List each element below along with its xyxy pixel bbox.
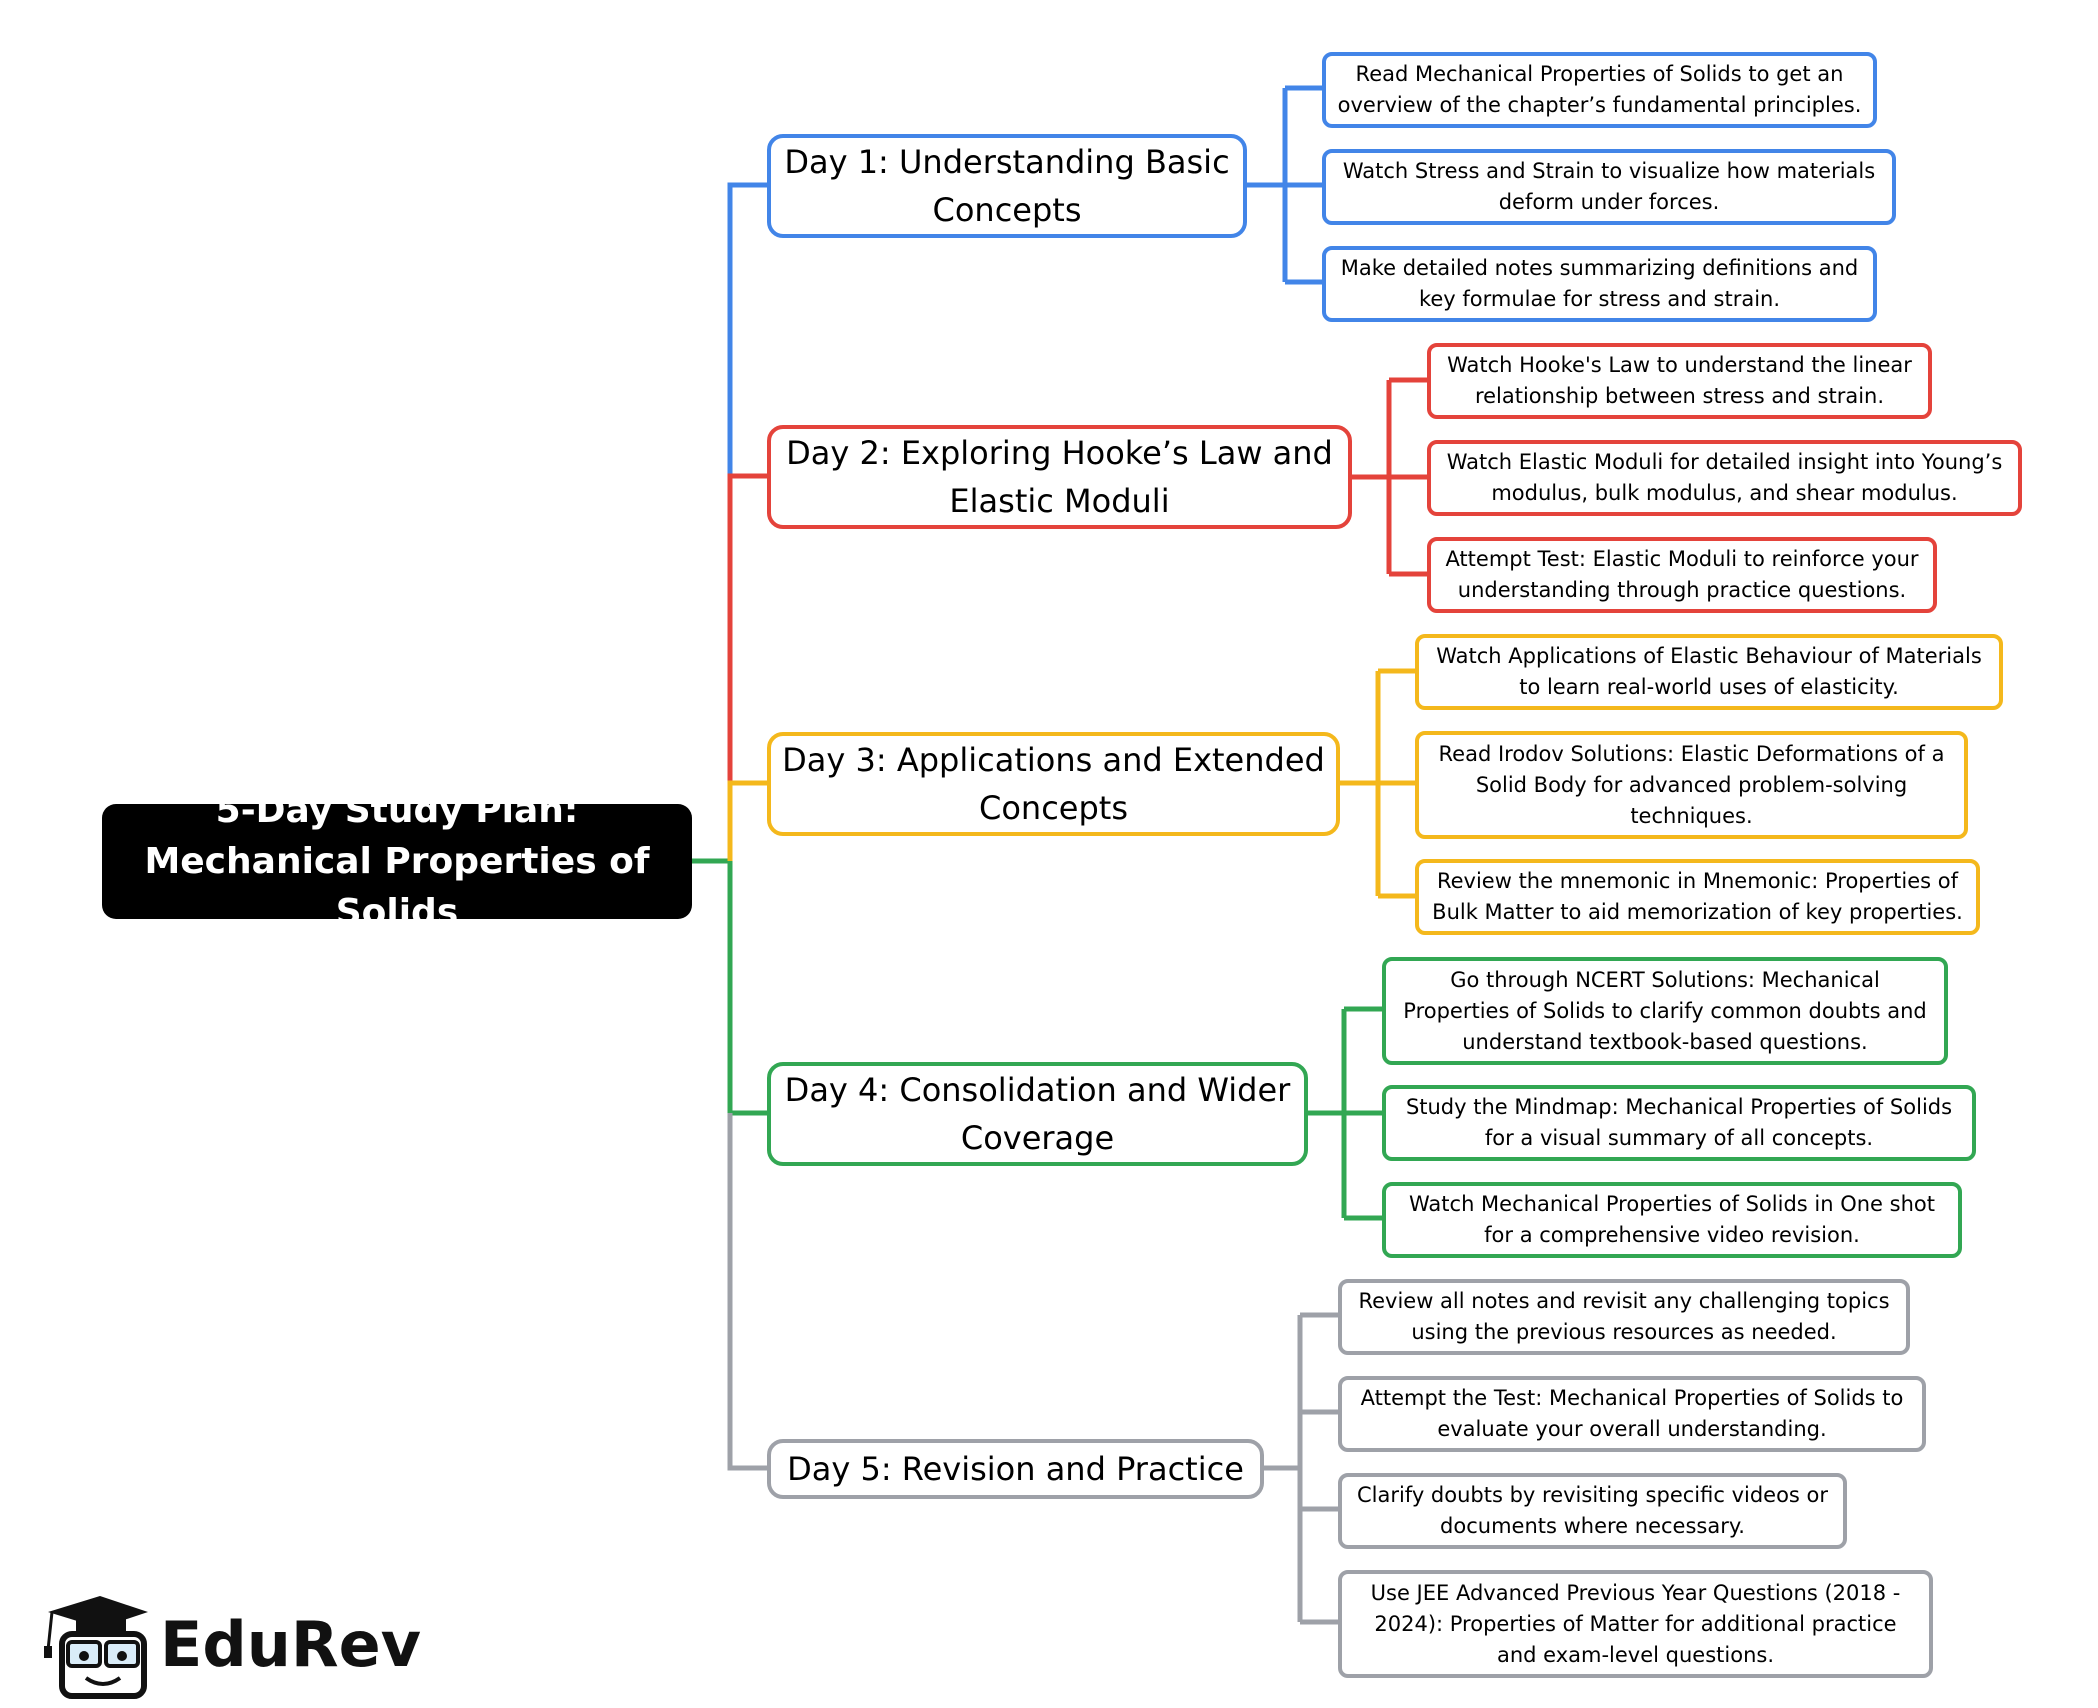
day-4-title: Day 4: Consolidation and Wider Coverage (784, 1071, 1291, 1157)
task-text: Watch Stress and Strain to visualize how… (1342, 159, 1876, 214)
task-text: Clarify doubts by revisiting specific vi… (1356, 1483, 1829, 1538)
day-2-task-3: Attempt Test: Elastic Moduli to reinforc… (1427, 537, 1937, 613)
day5-branches (1262, 1312, 1338, 1625)
trunk-green (727, 861, 767, 1116)
task-text: Watch Mechanical Properties of Solids in… (1409, 1192, 1935, 1247)
day-5-task-3: Clarify doubts by revisiting specific vi… (1338, 1473, 1847, 1549)
day-1-task-1: Read Mechanical Properties of Solids to … (1322, 52, 1877, 128)
day4-branches (1306, 1006, 1382, 1221)
task-text: Attempt Test: Elastic Moduli to reinforc… (1445, 547, 1919, 602)
day-3-task-1: Watch Applications of Elastic Behaviour … (1415, 634, 2003, 710)
day-1-task-2: Watch Stress and Strain to visualize how… (1322, 149, 1896, 225)
day-5-node: Day 5: Revision and Practice (767, 1439, 1264, 1499)
task-text: Attempt the Test: Mechanical Properties … (1360, 1386, 1904, 1441)
day-3-node: Day 3: Applications and Extended Concept… (767, 732, 1340, 836)
day-4-task-2: Study the Mindmap: Mechanical Properties… (1382, 1085, 1976, 1161)
root-title: 5-Day Study Plan: Mechanical Properties … (144, 790, 650, 933)
graduation-owl-icon (44, 1596, 148, 1699)
day-5-task-1: Review all notes and revisit any challen… (1338, 1279, 1910, 1355)
task-text: Watch Elastic Moduli for detailed insigh… (1446, 450, 2003, 505)
task-text: Review all notes and revisit any challen… (1358, 1289, 1890, 1344)
day-4-node: Day 4: Consolidation and Wider Coverage (767, 1062, 1308, 1166)
day-2-node: Day 2: Exploring Hooke’s Law and Elastic… (767, 425, 1352, 529)
day-5-task-4: Use JEE Advanced Previous Year Questions… (1338, 1570, 1933, 1678)
day-3-task-3: Review the mnemonic in Mnemonic: Propert… (1415, 859, 1980, 935)
day-2-task-2: Watch Elastic Moduli for detailed insigh… (1427, 440, 2022, 516)
day-5-title: Day 5: Revision and Practice (787, 1450, 1244, 1488)
day-2-task-1: Watch Hooke's Law to understand the line… (1427, 343, 1932, 419)
day-3-task-2: Read Irodov Solutions: Elastic Deformati… (1415, 731, 1968, 839)
day-4-task-1: Go through NCERT Solutions: Mechanical P… (1382, 957, 1948, 1065)
day3-branches (1338, 668, 1415, 899)
day-2-title: Day 2: Exploring Hooke’s Law and Elastic… (786, 434, 1333, 520)
day-1-task-3: Make detailed notes summarizing definiti… (1322, 246, 1877, 322)
task-text: Review the mnemonic in Mnemonic: Propert… (1432, 869, 1963, 924)
task-text: Watch Hooke's Law to understand the line… (1447, 353, 1912, 408)
day2-branches (1350, 377, 1427, 577)
task-text: Use JEE Advanced Previous Year Questions… (1370, 1580, 1901, 1667)
day-5-task-2: Attempt the Test: Mechanical Properties … (1338, 1376, 1926, 1452)
task-text: Watch Applications of Elastic Behaviour … (1436, 644, 1982, 699)
task-text: Go through NCERT Solutions: Mechanical P… (1403, 967, 1927, 1054)
trunk-blue (727, 182, 767, 476)
trunk-yellow (727, 780, 767, 861)
root-node: 5-Day Study Plan: Mechanical Properties … (102, 790, 692, 933)
task-text: Make detailed notes summarizing definiti… (1340, 256, 1859, 311)
task-text: Read Mechanical Properties of Solids to … (1337, 62, 1862, 117)
day-1-node: Day 1: Understanding Basic Concepts (767, 134, 1247, 238)
edurev-logo-text: EduRev (160, 1608, 422, 1681)
day-1-title: Day 1: Understanding Basic Concepts (784, 143, 1230, 229)
task-text: Study the Mindmap: Mechanical Properties… (1405, 1095, 1953, 1150)
day-3-title: Day 3: Applications and Extended Concept… (782, 741, 1325, 827)
task-text: Read Irodov Solutions: Elastic Deformati… (1438, 741, 1945, 828)
day-4-task-3: Watch Mechanical Properties of Solids in… (1382, 1182, 1962, 1258)
trunk-gray (727, 1113, 767, 1471)
day1-branches (1245, 85, 1322, 285)
trunk-red (727, 473, 767, 783)
